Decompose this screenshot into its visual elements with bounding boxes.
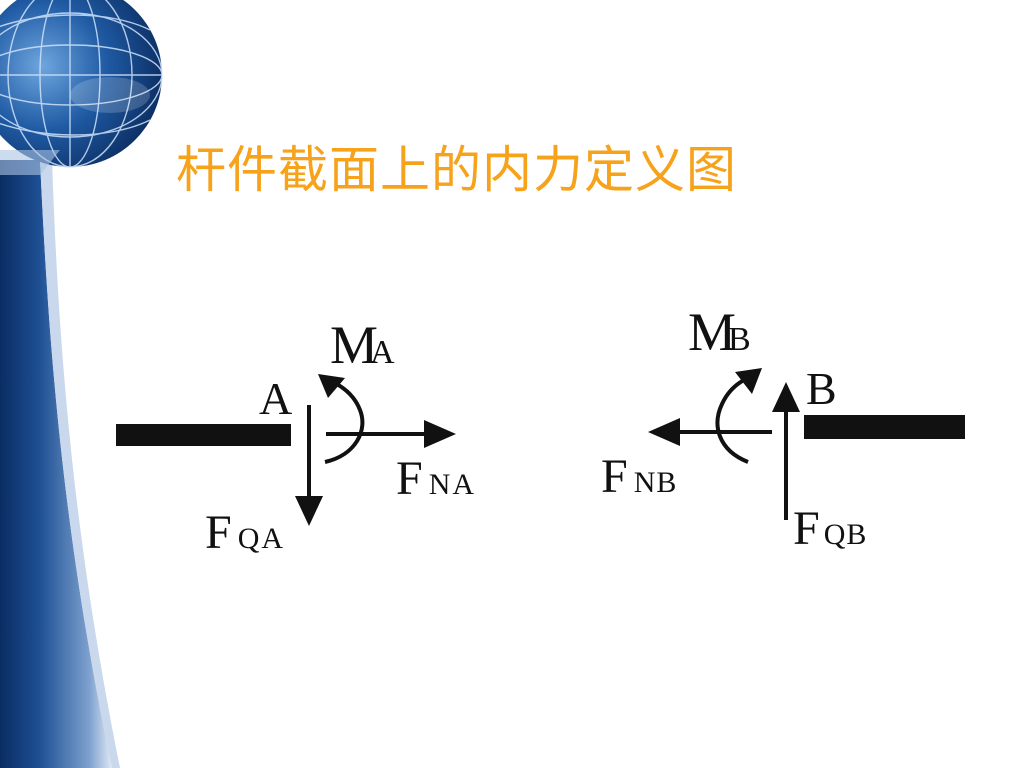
left-normal-force-arrow <box>326 420 456 448</box>
right-point-label: B <box>806 363 837 414</box>
right-moment-arrow <box>715 368 762 464</box>
left-point-label: A <box>259 373 292 424</box>
right-bar <box>804 415 965 439</box>
page-title: 杆件截面上的内力定义图 <box>176 141 737 199</box>
right-normal-force-arrow <box>648 418 772 446</box>
left-moment-arrow <box>318 374 365 464</box>
decorative-side-band <box>0 0 163 768</box>
right-shear-force-arrow <box>772 382 800 520</box>
left-shear-force-arrow <box>295 448 323 526</box>
globe-icon <box>0 0 163 168</box>
left-bar <box>116 424 291 446</box>
right-moment-label: MB <box>688 302 751 362</box>
left-moment-label: MA <box>330 315 395 375</box>
